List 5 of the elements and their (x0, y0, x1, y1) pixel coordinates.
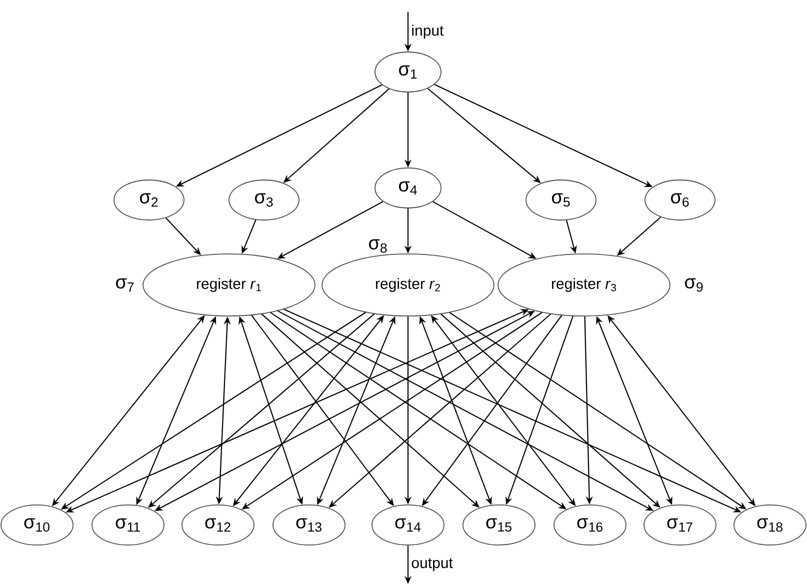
neuron-label: σ$_{7}$ (116, 278, 134, 292)
edge-label: output (412, 558, 453, 572)
edge-label: input (412, 24, 444, 39)
neuron-label: σ$_{8}$ (369, 239, 387, 253)
neuron-label: σ$_{9}$ (685, 278, 703, 292)
